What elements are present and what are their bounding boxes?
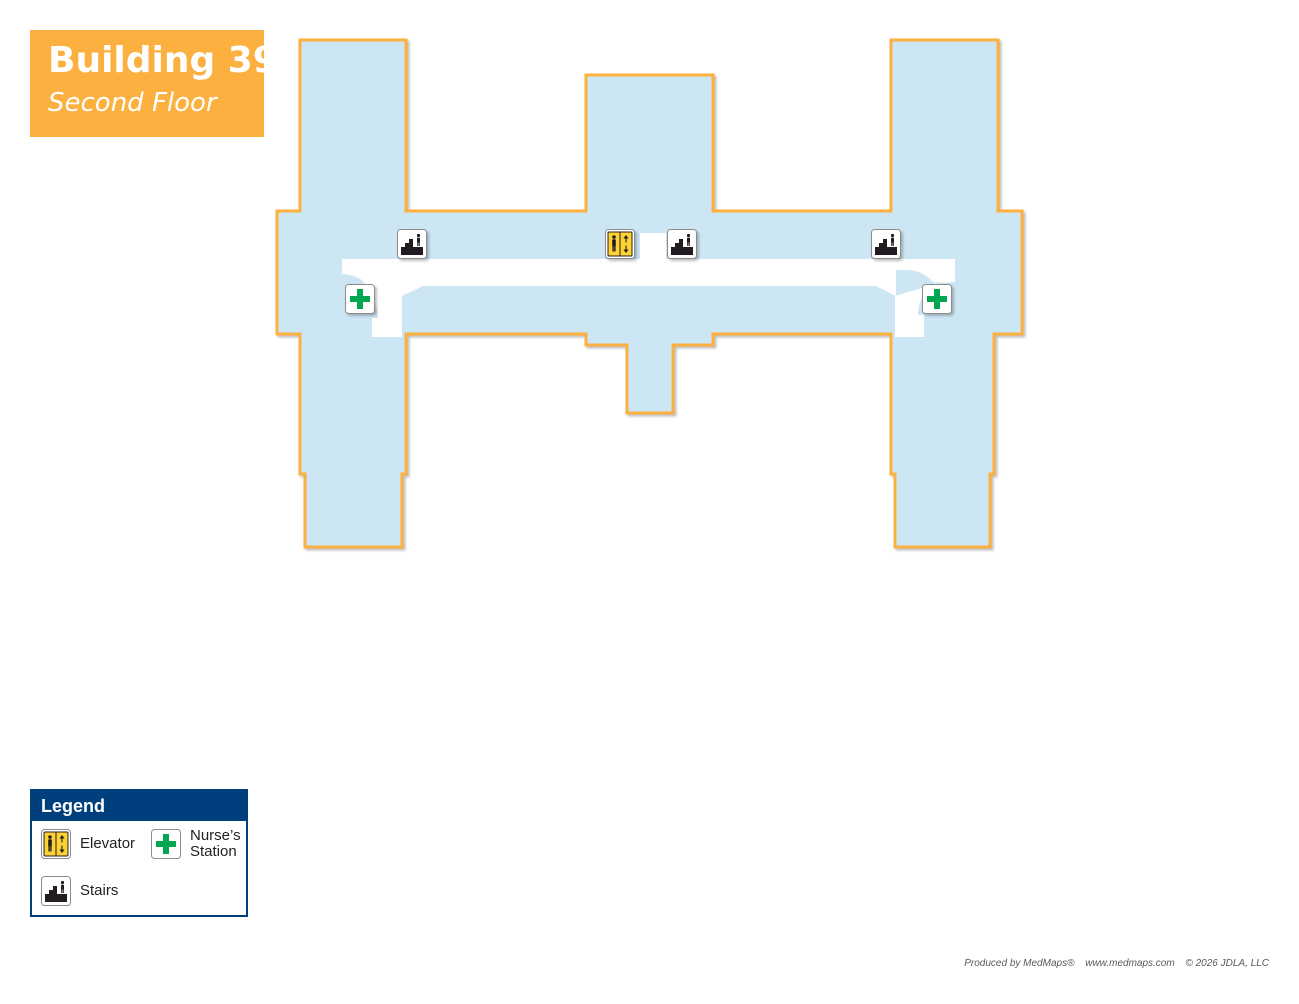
floor-name: Second Floor — [48, 88, 217, 118]
legend-label-nurses-line2: Station — [190, 843, 237, 860]
legend-label-nurses-line1: Nurse’s — [190, 827, 241, 844]
corridors — [342, 233, 955, 337]
nurses-station-icon — [922, 284, 952, 314]
map-legend: Legend Elevator Nurse’s Station Stairs — [30, 789, 248, 917]
main-corridor — [342, 233, 955, 337]
legend-label-elevator: Elevator — [80, 835, 136, 852]
map-credits: Produced by MedMaps® www.medmaps.com © 2… — [964, 958, 1269, 969]
stairs-icon — [397, 229, 427, 259]
legend-label-nurses-station: Nurse’s Station — [190, 828, 241, 860]
map-marker-stairs-east[interactable] — [871, 229, 901, 259]
map-marker-stairs-center[interactable] — [667, 229, 697, 259]
copyright-text: © 2026 JDLA, LLC — [1185, 958, 1269, 969]
produced-by-text: Produced by MedMaps® — [964, 958, 1075, 969]
elevator-icon — [605, 229, 635, 259]
stairs-icon — [871, 229, 901, 259]
nurses-station-icon — [151, 829, 181, 859]
stairs-icon — [41, 876, 71, 906]
building-name: Building 39 — [48, 40, 278, 81]
building-footprint — [275, 38, 1024, 549]
legend-title: Legend — [32, 791, 246, 821]
map-marker-stairs-west[interactable] — [397, 229, 427, 259]
map-marker-nurses-station-east[interactable] — [922, 284, 952, 314]
map-marker-elevator[interactable] — [605, 229, 635, 259]
stairs-icon — [667, 229, 697, 259]
legend-label-stairs: Stairs — [80, 882, 119, 899]
nurses-station-icon — [345, 284, 375, 314]
east-corridor — [895, 278, 955, 337]
elevator-icon — [41, 829, 71, 859]
map-title-block: Building 39 Second Floor — [30, 30, 278, 137]
website-link[interactable]: www.medmaps.com — [1085, 958, 1175, 969]
map-marker-nurses-station-west[interactable] — [345, 284, 375, 314]
